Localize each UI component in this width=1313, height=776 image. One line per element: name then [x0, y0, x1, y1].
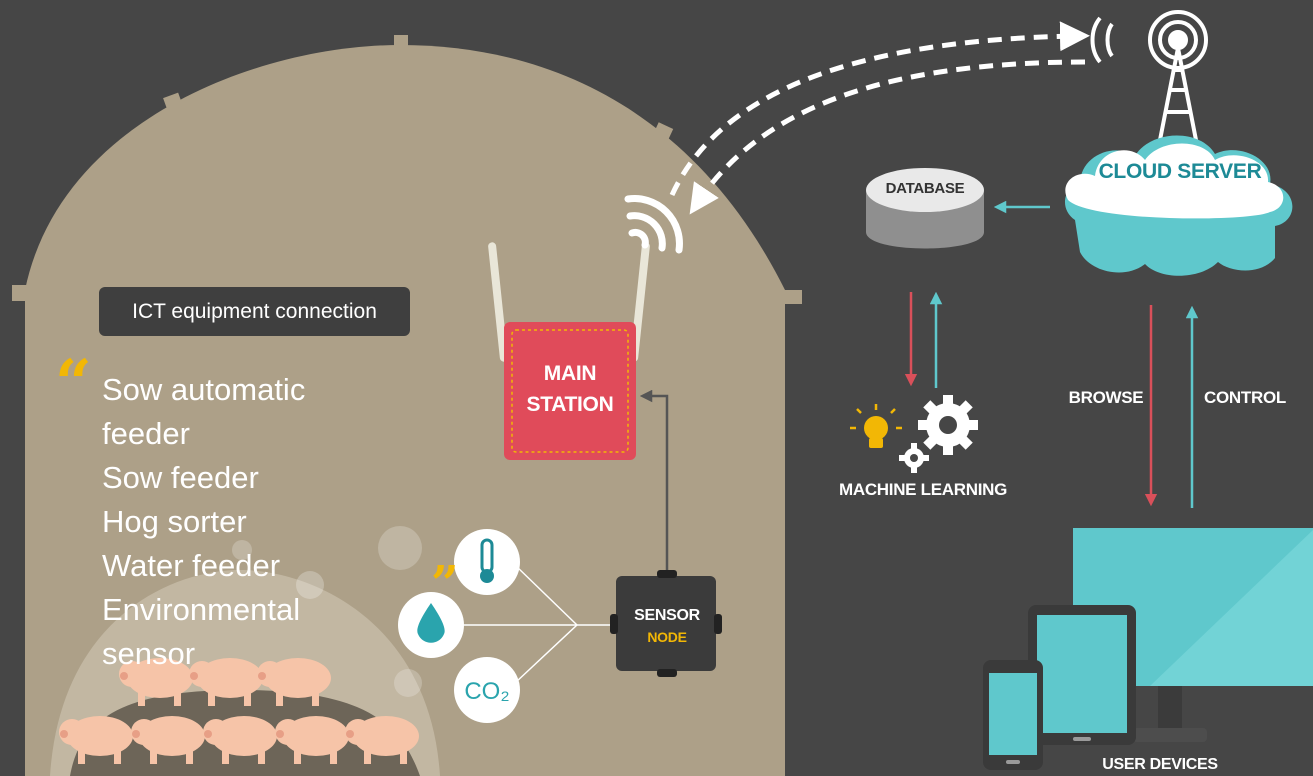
- feature-item: Environmental sensor: [102, 592, 301, 671]
- database-icon: [866, 168, 984, 249]
- user-devices-icon: [983, 528, 1313, 770]
- sensor-connector-lines: [462, 564, 610, 684]
- feature-item: Sow automatic feeder: [102, 372, 306, 451]
- co2-icon: CO₂: [454, 657, 520, 723]
- feature-item: Hog sorter: [102, 504, 247, 539]
- machine-learning-label: MACHINE LEARNING: [838, 480, 1008, 499]
- wifi-icon: [624, 195, 683, 254]
- radio-tower-icon: [1090, 10, 1208, 141]
- co2-label: CO₂: [464, 678, 509, 705]
- database-label: DATABASE: [885, 180, 965, 197]
- uplink-dashed-arrow: [669, 21, 1090, 197]
- water-drop-icon: [398, 592, 464, 658]
- cloud-server-icon: [1064, 135, 1293, 276]
- sensor-node-title: SENSOR: [634, 607, 700, 624]
- open-quote-mark: “: [55, 346, 92, 421]
- control-label: CONTROL: [1204, 388, 1286, 407]
- feature-list: Sow automatic feeder Sow feeder Hog sort…: [102, 368, 362, 676]
- user-devices-label: USER DEVICES: [1102, 756, 1218, 773]
- close-quote-mark: ”: [431, 556, 459, 612]
- cloud-server-label: CLOUD SERVER: [1098, 160, 1262, 183]
- main-station-device: [488, 242, 650, 460]
- downlink-dashed-arrow: [689, 59, 1086, 215]
- pig-icon: [59, 658, 419, 764]
- sensor-to-station-connector: [639, 389, 669, 570]
- feature-item: Water feeder: [102, 548, 281, 583]
- feature-item: Sow feeder: [102, 460, 259, 495]
- ict-equipment-label: ICT equipment connection: [99, 287, 410, 336]
- lightbulb-icon: [850, 404, 902, 448]
- main-station-label: MAIN STATION: [526, 362, 614, 416]
- thermometer-icon: [454, 529, 520, 595]
- sensor-node-subtitle: NODE: [647, 629, 687, 645]
- sensor-node-device: [610, 570, 722, 677]
- browse-label: BROWSE: [1068, 388, 1144, 407]
- gear-icon: [899, 395, 978, 473]
